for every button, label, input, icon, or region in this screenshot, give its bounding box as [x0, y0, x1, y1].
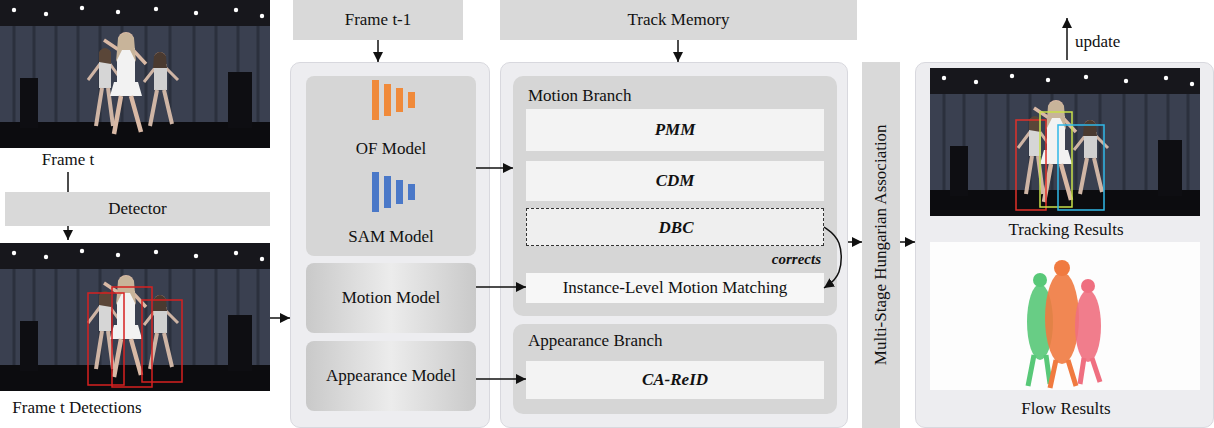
matching-box: Instance-Level Motion Matching [526, 273, 824, 303]
edge-label: corrects [772, 251, 821, 268]
branch-box: Appearance BranchCA-ReID [513, 324, 837, 414]
node-label: Track Memory [500, 10, 857, 30]
module-box: CDM [526, 161, 824, 201]
annotation-label: update [1075, 32, 1120, 52]
node-label: Multi-Stage Hungarian Association [871, 75, 891, 415]
model-box: Motion Model [306, 263, 476, 333]
flow-frame: Flow Results [931, 241, 1201, 427]
illustration-part [0, 243, 270, 391]
node-label: Tracking Results [931, 220, 1201, 240]
input-frame: Frame t [0, 0, 270, 172]
module-box-dashed: DBC [526, 208, 824, 246]
detector-bar: Detector [5, 192, 270, 226]
detections-photo [0, 243, 270, 391]
connector-arrow [900, 241, 915, 243]
node-label: Flow Results [931, 399, 1201, 419]
node-label: Frame t [8, 150, 128, 170]
node-label: Frame t-1 [293, 10, 463, 30]
detections-frame: Frame t Detections [0, 240, 270, 426]
node-label: DBC [527, 218, 825, 238]
connector-arrow [848, 241, 862, 243]
illustration-part [88, 287, 182, 387]
node-label: Appearance Model [306, 366, 476, 386]
model-box: OF ModelSAM Model [306, 76, 476, 256]
node-label: Frame t Detections [2, 398, 152, 418]
connector-arrow [270, 317, 290, 319]
branch-panel: Motion BranchPMM CDM DBC Instance-Level Mot… [500, 62, 848, 428]
illustration-part [88, 293, 124, 385]
module-box: PMM [526, 109, 824, 151]
update-arrow [1066, 18, 1068, 60]
node-label: OF Model [306, 139, 476, 159]
frame-photo [0, 0, 270, 148]
model-box: Appearance Model [306, 341, 476, 411]
illustration-part [142, 300, 182, 382]
node-label: CDM [526, 171, 824, 191]
association-bar: Multi-Stage Hungarian Association [862, 62, 900, 428]
module-box: CA-ReID [526, 361, 824, 399]
node-label: CA-ReID [526, 370, 824, 390]
memory-bar: Track Memory [500, 0, 857, 40]
illustration-part [112, 287, 152, 387]
node-label: Detector [5, 199, 270, 219]
node-label: PMM [526, 120, 824, 140]
node-label: Appearance Branch [528, 331, 748, 351]
connector-arrow [377, 40, 379, 62]
connector-arrow [67, 226, 69, 240]
node-label: Motion Model [306, 288, 476, 308]
input-bar: Frame t-1 [293, 0, 463, 40]
result-panel: Tracking ResultsFlow Results [915, 62, 1214, 428]
connector-arrow [677, 40, 679, 62]
tracking-frame: Tracking Results [931, 69, 1201, 241]
connector-arrow [67, 172, 69, 192]
module-panel: OF ModelSAM ModelMotion ModelAppearance … [290, 62, 490, 428]
node-label: Motion Branch [528, 86, 748, 106]
node-label: Instance-Level Motion Matching [526, 278, 824, 298]
branch-box: Motion BranchPMM CDM DBC Instance-Level Mot… [513, 76, 837, 316]
node-label: SAM Model [306, 227, 476, 247]
